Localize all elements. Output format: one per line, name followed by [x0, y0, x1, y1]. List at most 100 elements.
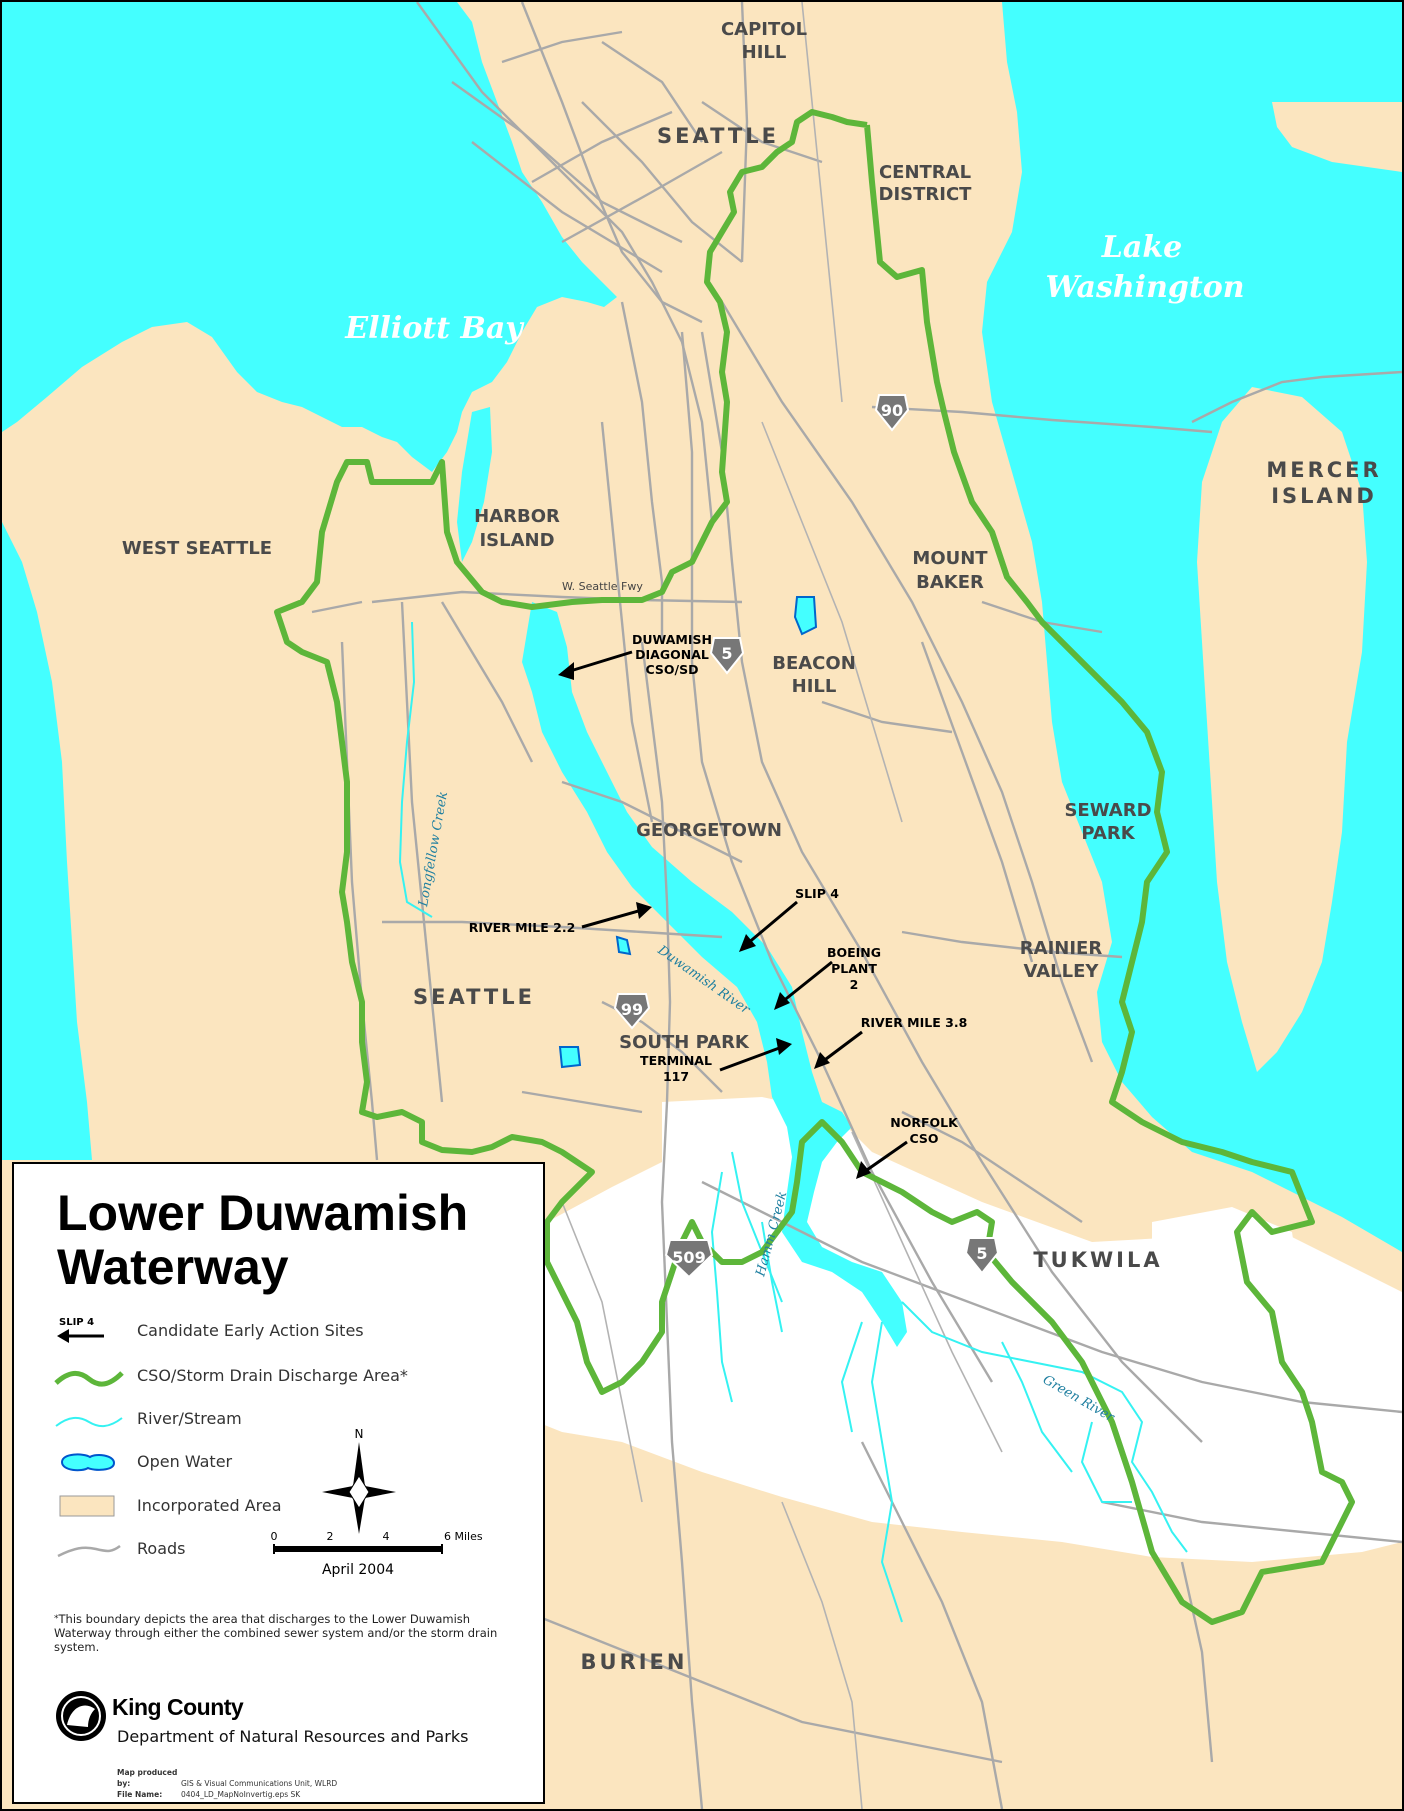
- arrow-icon: SLIP 4: [57, 1317, 104, 1343]
- land-patch-icon: [59, 1495, 115, 1517]
- arrow-head-icon: [776, 1038, 792, 1055]
- beacon-hill-label: BEACON: [772, 653, 856, 674]
- svg-text:509: 509: [672, 1248, 705, 1267]
- river-line-icon: [55, 1416, 123, 1428]
- arrow-icon: [821, 1030, 863, 1064]
- south-park-label: SOUTH PARK: [619, 1032, 750, 1053]
- arrow-head-icon: [774, 992, 790, 1010]
- svg-text:SLIP 4: SLIP 4: [59, 1317, 94, 1328]
- svg-text:99: 99: [621, 1000, 643, 1019]
- svg-text:6 Miles: 6 Miles: [444, 1530, 483, 1543]
- arrow-icon: [719, 1045, 783, 1072]
- seattle-south-label: SEATTLE: [413, 985, 535, 1009]
- legend-item-boundary: CSO/Storm Drain Discharge Area*: [54, 1361, 474, 1391]
- legend-item-roads: Roads: [54, 1534, 474, 1564]
- svg-text:NORFOLK: NORFOLK: [890, 1115, 959, 1130]
- org-department: Department of Natural Resources and Park…: [117, 1727, 469, 1746]
- seward-park-label: PARK: [1081, 823, 1135, 844]
- svg-text:N: N: [355, 1427, 364, 1441]
- rainier-valley-label: RAINIER: [1020, 938, 1103, 959]
- highway-shield-509: 509: [664, 1239, 714, 1279]
- highway-shield-90: 90: [874, 394, 910, 432]
- svg-text:SLIP 4: SLIP 4: [795, 886, 839, 901]
- open-water-patch: [793, 596, 818, 636]
- open-water-patch: [558, 1046, 582, 1069]
- duwamish-river: [522, 602, 907, 1347]
- legend-label: Incorporated Area: [137, 1496, 282, 1515]
- svg-text:2: 2: [850, 977, 859, 992]
- arrow-icon: [781, 960, 833, 1004]
- cso-discharge-boundary: [274, 109, 1355, 1625]
- map-credits: Map produced by:GIS & Visual Communicati…: [117, 1768, 338, 1799]
- arrow-icon: [581, 908, 643, 929]
- burien-label: BURIEN: [581, 1650, 688, 1674]
- central-district-label: DISTRICT: [879, 184, 973, 205]
- tukwila-label: TUKWILA: [1033, 1248, 1162, 1272]
- svg-text:2: 2: [327, 1530, 334, 1543]
- svg-text:117: 117: [663, 1069, 689, 1084]
- unincorporated-area: [1152, 1207, 1302, 1342]
- seattle-north-label: SEATTLE: [657, 124, 779, 148]
- highway-shield-5-north: 5: [709, 637, 745, 675]
- svg-text:BOEING: BOEING: [827, 945, 881, 960]
- lake-washington-label: Lake: [1101, 230, 1182, 265]
- puget-sound-water: [2, 2, 617, 472]
- boundary-footnote: *This boundary depicts the area that dis…: [54, 1612, 498, 1654]
- svg-text:RIVER MILE 2.2: RIVER MILE 2.2: [469, 920, 576, 935]
- puget-sound-water: [2, 522, 92, 1160]
- boundary-line-icon: [54, 1371, 124, 1387]
- harbor-channel: [457, 407, 492, 562]
- central-district-label: CENTRAL: [879, 162, 971, 183]
- king-county-logo-icon: [56, 1691, 106, 1741]
- legend-item-open-water: Open Water: [54, 1447, 474, 1477]
- far-shore-land: [1272, 102, 1402, 172]
- svg-text:PLANT: PLANT: [831, 961, 877, 976]
- water-patch-icon: [60, 1453, 116, 1472]
- site-duwamish-diagonal: DUWAMISH DIAGONAL CSO/SD: [558, 632, 712, 680]
- mercer-island-label: ISLAND: [1271, 484, 1377, 508]
- arrow-head-icon: [739, 934, 756, 952]
- rainier-valley-label: VALLEY: [1024, 961, 1100, 982]
- svg-text:5: 5: [721, 644, 732, 663]
- svg-text:April 2004: April 2004: [322, 1562, 394, 1578]
- svg-text:RIVER MILE 3.8: RIVER MILE 3.8: [861, 1015, 968, 1030]
- road-network: [311, 2, 1402, 1809]
- capitol-hill-label: HILL: [742, 42, 787, 63]
- harbor-island-label: ISLAND: [479, 530, 554, 551]
- site-slip-4: SLIP 4: [739, 886, 839, 952]
- arrow-head-icon: [856, 1161, 871, 1179]
- arrow-icon: [863, 1140, 908, 1174]
- mercer-island-label: MERCER: [1266, 458, 1381, 482]
- highway-shield-5-south: 5: [964, 1237, 1000, 1275]
- open-water-patch: [615, 935, 632, 956]
- svg-text:DUWAMISH: DUWAMISH: [632, 632, 712, 647]
- capitol-hill-label: CAPITOL: [721, 19, 807, 40]
- arrow-icon: [746, 900, 798, 946]
- site-river-mile-38: RIVER MILE 3.8: [814, 1015, 967, 1069]
- legend-item-incorporated: Incorporated Area: [54, 1491, 474, 1521]
- svg-text:CSO/SD: CSO/SD: [646, 662, 699, 677]
- map-title: Lower Duwamish Waterway: [57, 1185, 469, 1295]
- seward-park-label: SEWARD: [1064, 800, 1151, 821]
- creeks: [398, 621, 1188, 1623]
- west-seattle-fwy-label: W. Seattle Fwy: [562, 580, 643, 593]
- arrow-icon: [566, 650, 633, 674]
- elliott-bay-label: Elliott Bay: [344, 311, 525, 346]
- site-river-mile-22: RIVER MILE 2.2: [469, 902, 652, 935]
- unincorporated-area: [512, 1097, 1402, 1562]
- legend-item-early-action: SLIP 4 Candidate Early Action Sites: [54, 1316, 474, 1346]
- georgetown-label: GEORGETOWN: [636, 820, 782, 841]
- west-seattle-label: WEST SEATTLE: [122, 538, 272, 559]
- lake-washington-label: Washington: [1045, 270, 1244, 305]
- mount-baker-label: MOUNT: [912, 548, 988, 569]
- legend-item-river: River/Stream: [54, 1404, 474, 1434]
- beacon-hill-label: HILL: [792, 676, 837, 697]
- arrow-head-icon: [636, 902, 652, 919]
- highway-shield-99: 99: [613, 993, 651, 1030]
- svg-text:0: 0: [271, 1530, 278, 1543]
- mount-baker-label: BAKER: [916, 572, 984, 593]
- road-line-icon: [57, 1544, 121, 1558]
- arrow-head-icon: [558, 662, 574, 680]
- north-arrow-icon: N: [322, 1427, 396, 1534]
